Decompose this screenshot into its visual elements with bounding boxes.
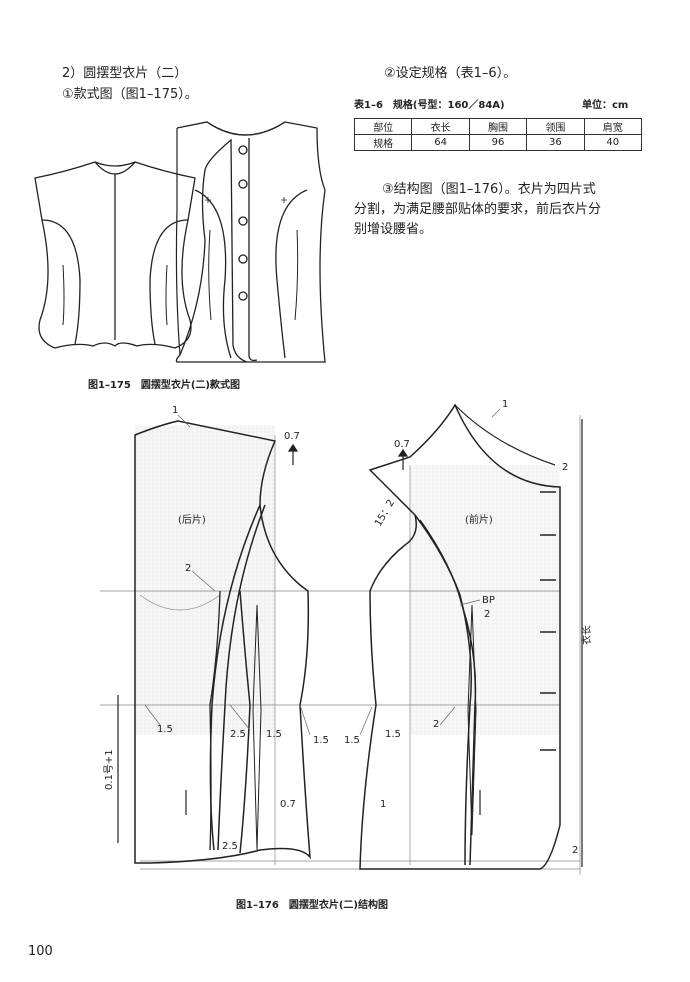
front-view-outline (175, 121, 326, 363)
back-view-outline (34, 161, 196, 349)
mark-1-5: 1.5 (313, 735, 329, 746)
spec-table-value-row: 规格 64 96 36 40 (353, 134, 643, 151)
mark-1-5: 1.5 (157, 724, 173, 735)
spec-table-title: 表1–6 规格(号型：160／84A) (354, 100, 505, 111)
structure-line-3: 别增设腰省。 (354, 222, 433, 237)
mark-1: 1 (502, 399, 508, 410)
mark-2-5: 2.5 (230, 729, 246, 740)
style-drawing (34, 121, 326, 363)
structure-drawing: (后片) (前片) BP 衣长 0.1号+1 15：2 1 1 2 2 2 2 … (100, 399, 593, 875)
back-piece-outline (134, 420, 311, 864)
structure-figure-caption: 图1–176 圆摆型衣片(二)结构图 (236, 900, 388, 911)
mark-2-5: 2.5 (222, 841, 238, 852)
spec-value-cell: 规格 (353, 134, 413, 151)
spec-value-cell: 64 (411, 134, 470, 151)
front-piece-outline (359, 403, 561, 870)
bp-label: BP (482, 595, 495, 606)
spec-value-cell: 40 (583, 134, 643, 151)
mark-2: 2 (572, 845, 578, 856)
structure-paragraph: ③结构图（图1–176）。衣片为四片式 分割，为满足腰部贴体的要求，前后衣片分 … (354, 180, 654, 240)
spec-unit: 单位：cm (582, 100, 629, 111)
mark-2: 2 (185, 563, 191, 574)
length-label: 衣长 (580, 625, 593, 645)
mark-1-5: 1.5 (266, 729, 282, 740)
section-heading: 2）圆摆型衣片（二） (62, 66, 188, 81)
spec-value-cell: 96 (468, 134, 528, 151)
mark-1: 1 (380, 799, 386, 810)
style-figure-caption: 图1–175 圆摆型衣片(二)款式图 (88, 380, 240, 391)
mark-0-7: 0.7 (394, 439, 410, 450)
mark-0-7: 0.7 (284, 431, 300, 442)
mark-0-7: 0.7 (280, 799, 296, 810)
structure-line-1: ③结构图（图1–176）。衣片为四片式 (382, 182, 596, 197)
front-piece-label: (前片) (465, 513, 493, 526)
mark-2: 2 (484, 609, 490, 620)
spec-header-cell: 衣长 (411, 118, 470, 135)
style-drawing-title: ①款式图（图1–175）。 (62, 87, 198, 102)
dart-ratio-label: 15：2 (373, 498, 397, 529)
mark-2: 2 (433, 719, 439, 730)
spec-table-header-row: 部位 衣长 胸围 领围 肩宽 (353, 118, 643, 135)
back-piece-label: (后片) (178, 513, 206, 526)
mark-1-5: 1.5 (385, 729, 401, 740)
spec-header-cell: 部位 (353, 118, 413, 135)
spec-heading: ②设定规格（表1–6）。 (384, 66, 517, 81)
spec-value-cell: 36 (526, 134, 585, 151)
mark-1-5: 1.5 (344, 735, 360, 746)
mark-2: 2 (562, 462, 568, 473)
spec-header-cell: 胸围 (468, 118, 528, 135)
waist-depth-label: 0.1号+1 (103, 749, 115, 790)
spec-header-cell: 领围 (526, 118, 585, 135)
spec-table: 部位 衣长 胸围 领围 肩宽 规格 64 96 36 40 (353, 118, 643, 151)
spec-header-cell: 肩宽 (583, 118, 643, 135)
page-number: 100 (28, 944, 53, 959)
structure-line-2: 分割，为满足腰部贴体的要求，前后衣片分 (354, 202, 602, 217)
mark-1: 1 (172, 405, 178, 416)
